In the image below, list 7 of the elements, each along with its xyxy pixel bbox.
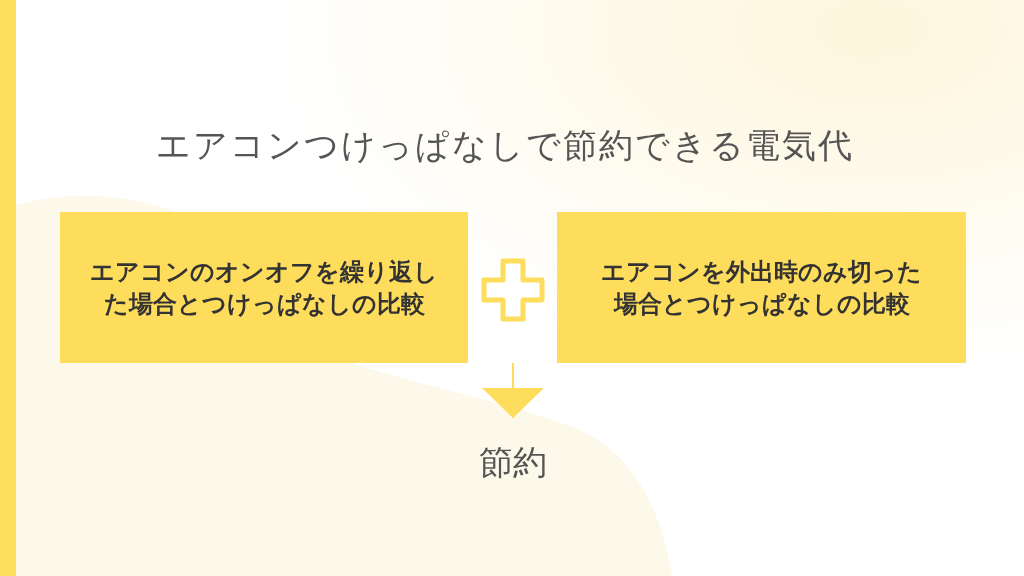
box-text: エアコンを外出時のみ切った場合とつけっぱなしの比較 — [600, 256, 923, 320]
triangle-arrow — [482, 362, 544, 419]
box-text: エアコンのオンオフを繰り返した場合とつけっぱなしの比較 — [89, 256, 439, 320]
text-box — [60, 212, 468, 363]
result-text: 節約 — [479, 441, 547, 483]
title: エアコンつけっぱなしで節約できる電気代 — [156, 124, 854, 167]
text-box — [557, 212, 966, 363]
